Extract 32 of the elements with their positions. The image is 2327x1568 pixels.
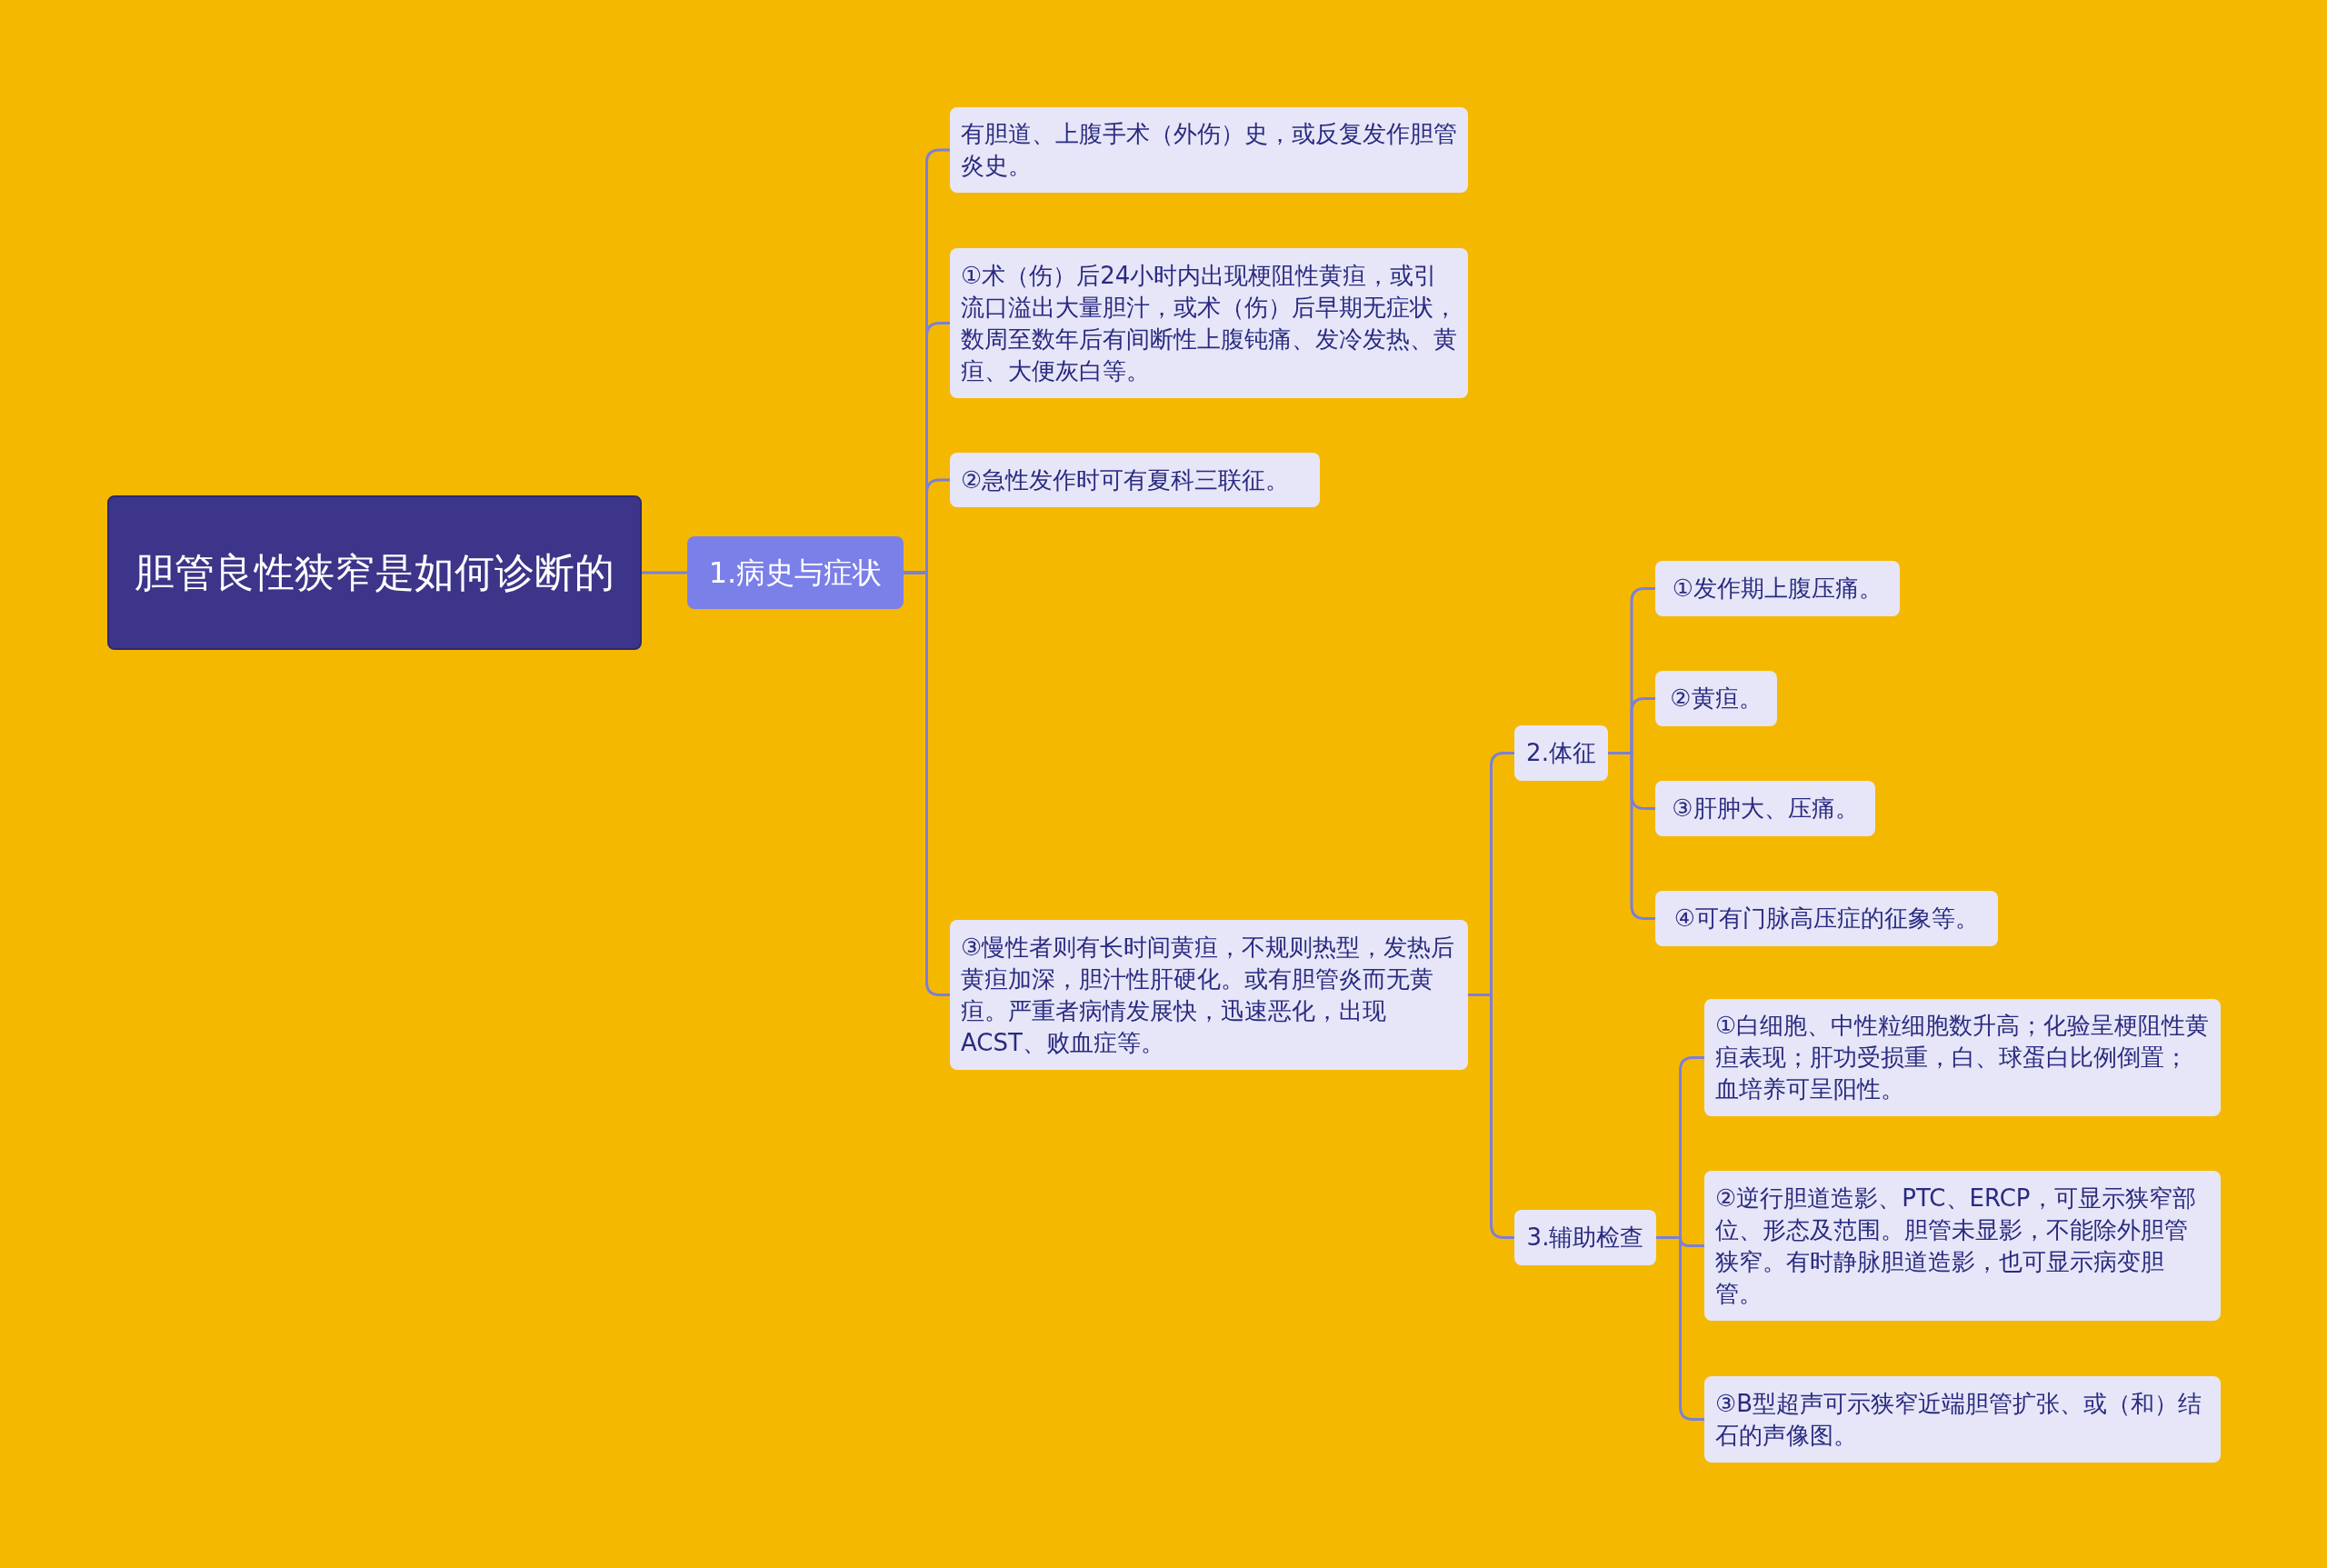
subtopic-box	[1655, 561, 1900, 616]
node-text: ②急性发作时可有夏科三联征。	[961, 464, 1290, 495]
node-text: ②黄疸。	[1670, 684, 1763, 714]
subtopic-box	[1514, 725, 1608, 781]
node-text: 有胆道、上腹手术（外伤）史，或反复发作胆管炎史。	[961, 119, 1457, 181]
note-box	[950, 920, 1468, 1070]
subtopic-box	[1655, 891, 1998, 946]
node-text: ③肝肿大、压痛。	[1672, 794, 1859, 824]
subtopic-box	[1514, 1210, 1656, 1265]
node-text: 1.病史与症状	[708, 554, 883, 591]
node-text: 2.体征	[1526, 738, 1596, 768]
node-text: ③慢性者则有长时间黄疸，不规则热型，发热后黄疸加深，胆汁性肝硬化。或有胆管炎而无黄疸。严重者病情发展快，迅速恶化，出现ACST、败血症等。	[961, 932, 1456, 1058]
topic-box	[687, 536, 904, 609]
node-text: ④可有门脉高压症的征象等。	[1673, 904, 1980, 934]
note-box	[950, 453, 1320, 507]
node-text: ①发作期上腹压痛。	[1672, 574, 1883, 604]
connector-line	[904, 571, 950, 996]
node-text: ③B型超声可示狭窄近端胆管扩张、或（和）结石的声像图。	[1715, 1388, 2203, 1451]
node-text: ①白细胞、中性粒细胞数升高；化验呈梗阻性黄疸表现；肝功受损重，白、球蛋白比例倒置；血培养可呈阳性。	[1715, 1011, 2210, 1104]
note-box	[1704, 1376, 2221, 1463]
node-text: ②逆行胆道造影、PTC、ERCP，可显示狭窄部位、形态及范围。胆管未显影，不能除外胆管狭窄。有时静脉胆道造影，也可显示病变胆管。	[1715, 1183, 2197, 1309]
subtopic-box	[1655, 671, 1777, 726]
note-box	[1704, 1171, 2221, 1321]
connector-line	[642, 571, 687, 574]
node-text: 3.辅助检查	[1526, 1223, 1644, 1253]
node-text: 胆管良性狭窄是如何诊断的	[135, 548, 614, 597]
node-text: ①术（伤）后24小时内出现梗阻性黄疸，或引流口溢出大量胆汁，或术（伤）后早期无症状，数周至数年后有间断性上腹钝痛、发冷发热、黄疸、大便灰白等。	[961, 260, 1457, 386]
note-box	[1704, 999, 2221, 1116]
central-topic-box	[107, 495, 642, 650]
subtopic-box	[1655, 781, 1875, 836]
note-box	[950, 248, 1468, 398]
note-box	[950, 107, 1468, 193]
